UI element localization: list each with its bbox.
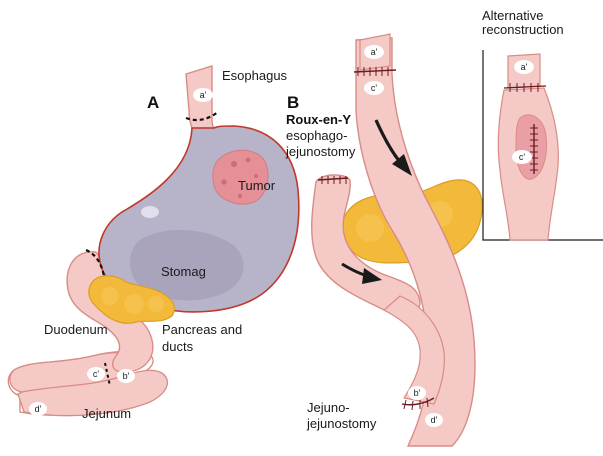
panel-b-letter: B bbox=[287, 93, 299, 112]
label-jj-line1: Jejuno- bbox=[307, 400, 350, 415]
label-esophagus: Esophagus bbox=[222, 68, 288, 83]
label-roux-line1: Roux-en-Y bbox=[286, 112, 351, 127]
marker-d-jejunum: d' bbox=[35, 404, 42, 414]
label-pancreas-line2: ducts bbox=[162, 339, 194, 354]
label-roux-line2: esophago- bbox=[286, 128, 347, 143]
inset-alternative: Alternative reconstruction a' c' bbox=[482, 8, 603, 240]
label-tumor: Tumor bbox=[238, 178, 276, 193]
marker-a-esophagus: a' bbox=[200, 90, 207, 100]
label-stomag: Stomag bbox=[161, 264, 206, 279]
label-pancreas-line1: Pancreas and bbox=[162, 322, 242, 337]
marker-c-roux: c' bbox=[371, 83, 378, 93]
label-jejunum: Jejunum bbox=[82, 406, 131, 421]
label-jj-line2: jejunostomy bbox=[306, 416, 377, 431]
marker-c-jejunum: c' bbox=[93, 369, 100, 379]
label-duodenum: Duodenum bbox=[44, 322, 108, 337]
stomach-highlight bbox=[141, 206, 159, 218]
marker-c-alt: c' bbox=[519, 152, 526, 162]
marker-d-roux: d' bbox=[431, 415, 438, 425]
panel-a-letter: A bbox=[147, 93, 159, 112]
marker-b-roux: b' bbox=[414, 388, 421, 398]
marker-a-roux: a' bbox=[371, 47, 378, 57]
panel-a: a' c' b' d' A Esophagus Tumor Stomag Duo… bbox=[8, 66, 299, 421]
marker-b-jejunum: b' bbox=[123, 371, 130, 381]
label-alt-line1: Alternative bbox=[482, 8, 543, 23]
marker-a-alt: a' bbox=[521, 62, 528, 72]
label-alt-line2: reconstruction bbox=[482, 22, 564, 37]
panel-b: a' c' b' d' B Roux-en-Y esophago- jejuno… bbox=[285, 34, 482, 446]
label-roux-line3: jejunostomy bbox=[285, 144, 356, 159]
